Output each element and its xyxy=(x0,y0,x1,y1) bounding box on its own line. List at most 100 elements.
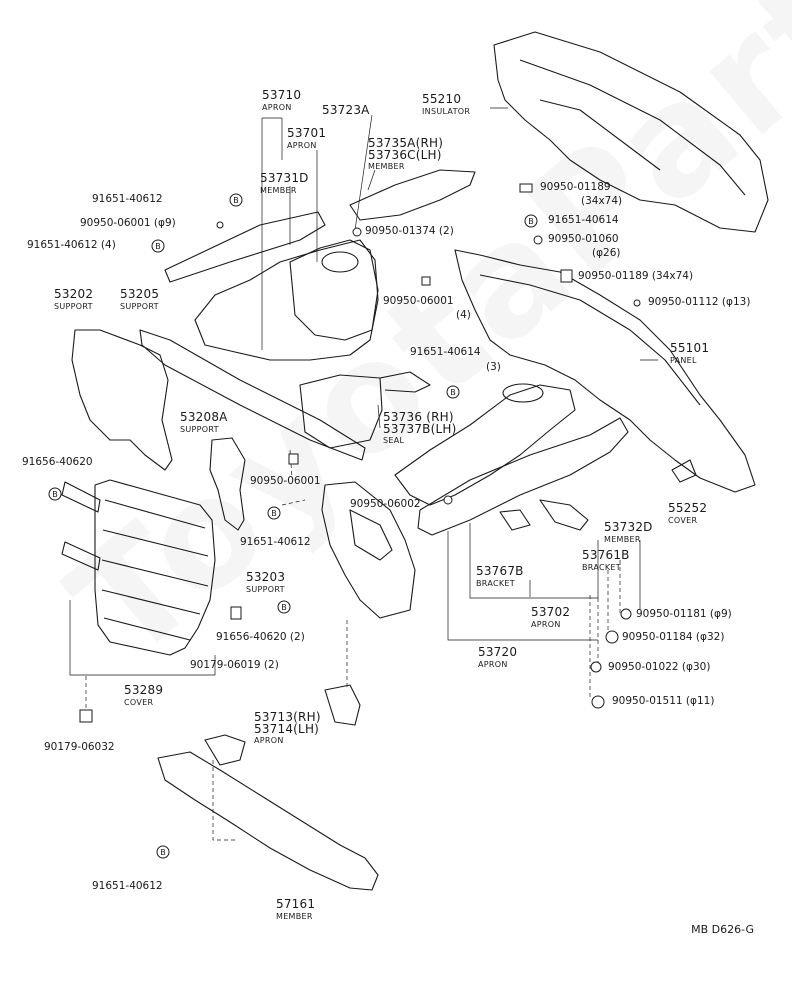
support-53208a xyxy=(209,437,246,531)
nut-icon xyxy=(533,235,543,245)
bolt-icon xyxy=(229,193,243,207)
fastener-label: 90950-01189 xyxy=(540,181,611,193)
fastener-label: 91651-40612 xyxy=(92,880,163,892)
svg-text:B: B xyxy=(233,196,239,205)
apron-53710 xyxy=(194,239,379,361)
svg-text:B: B xyxy=(281,603,287,612)
diagram-code: MB D626-G xyxy=(691,923,754,936)
bolt-icon xyxy=(446,385,460,399)
clip-icon xyxy=(519,183,533,193)
fastener-label: 90950-01060 xyxy=(548,233,619,245)
label-53713: 53713(RH)53714(LH)APRON xyxy=(254,710,321,745)
fastener-label: 90950-06002 xyxy=(350,498,421,510)
bolt-icon xyxy=(151,239,165,253)
label-53735a: 53735A(RH)53736C(LH)MEMBER xyxy=(368,136,444,171)
fastener-label: 91656-40620 xyxy=(22,456,93,468)
clip-icon xyxy=(230,606,242,620)
bolt-icon xyxy=(48,487,62,501)
label-53723a: 53723A xyxy=(322,103,370,117)
svg-text:B: B xyxy=(155,242,161,251)
fastener-label: 90950-01181 (φ9) xyxy=(636,608,732,620)
fastener-label: 90950-01374 (2) xyxy=(365,225,454,237)
fastener-label: 90950-01022 (φ30) xyxy=(608,661,711,673)
fastener-label: 90950-06001 (φ9) xyxy=(80,217,176,229)
fastener-label: 90950-06001 xyxy=(250,475,321,487)
svg-text:B: B xyxy=(52,490,58,499)
bolt-icon xyxy=(267,506,281,520)
fastener-label: 90950-01112 (φ13) xyxy=(648,296,751,308)
svg-text:B: B xyxy=(160,848,166,857)
nut-icon xyxy=(633,299,641,307)
clip-icon xyxy=(421,276,431,286)
bolt-icon xyxy=(277,600,291,614)
nut-icon xyxy=(352,227,362,237)
label-53736: 53736 (RH)53737B(LH)SEAL xyxy=(383,410,457,445)
nut-icon xyxy=(605,630,619,644)
fastener-label: 90950-06001 xyxy=(383,295,454,307)
bolt-icon xyxy=(156,845,170,859)
member-57161 xyxy=(157,751,379,891)
bolt-icon xyxy=(524,214,538,228)
bracket-53767b xyxy=(499,509,531,531)
support-53203 xyxy=(321,481,416,619)
fastener-label: 91651-40612 xyxy=(240,536,311,548)
fastener-label: 91656-40620 (2) xyxy=(216,631,305,643)
nut-icon xyxy=(443,495,453,505)
seal-53736 xyxy=(299,374,383,449)
fastener-label: 91651-40612 (4) xyxy=(27,239,116,251)
fastener-label: (φ26) xyxy=(592,247,621,259)
nut-icon xyxy=(590,661,602,673)
nut-icon xyxy=(620,608,632,620)
fastener-label: 91651-40614 xyxy=(548,214,619,226)
member-53731d xyxy=(164,211,326,283)
cover-55252 xyxy=(671,459,697,483)
fastener-label: 90950-01189 (34x74) xyxy=(578,270,694,282)
nut-icon xyxy=(216,221,224,229)
fastener-label: (34x74) xyxy=(581,195,623,207)
fastener-label: 90950-01511 (φ11) xyxy=(612,695,715,707)
svg-text:B: B xyxy=(271,509,277,518)
fastener-label: 91651-40614 xyxy=(410,346,481,358)
svg-text:B: B xyxy=(528,217,534,226)
fastener-label: (4) xyxy=(456,309,471,321)
fastener-label: 90179-06032 xyxy=(44,741,115,753)
fastener-label: 91651-40612 xyxy=(92,193,163,205)
svg-text:B: B xyxy=(450,388,456,397)
bracket-53761b xyxy=(539,499,589,531)
nut-icon xyxy=(591,695,605,709)
support-53205 xyxy=(139,329,366,461)
member-53735a xyxy=(349,169,476,221)
clip-icon xyxy=(560,269,573,283)
panel-55101 xyxy=(454,249,756,493)
clip-icon xyxy=(79,709,93,723)
fastener-label: (3) xyxy=(486,361,501,373)
clip-icon xyxy=(288,453,299,465)
cover-53289 xyxy=(94,479,216,656)
fastener-label: 90179-06019 (2) xyxy=(190,659,279,671)
apron-53713 xyxy=(324,684,361,726)
apron-53720 xyxy=(394,384,576,506)
insulator-55210 xyxy=(493,31,769,233)
fastener-label: 90950-01184 (φ32) xyxy=(622,631,725,643)
member-53732d xyxy=(417,417,629,536)
support-53202 xyxy=(71,329,173,471)
